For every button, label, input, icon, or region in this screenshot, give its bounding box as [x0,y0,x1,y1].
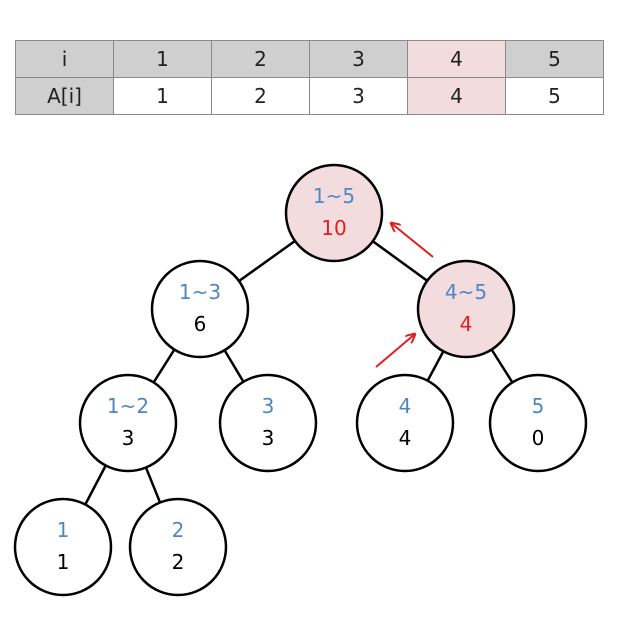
node-range-label: 4~5 [445,280,487,304]
node-sum-value: 2 [172,550,185,574]
node-circle [218,373,318,473]
value-label-cell: A[i] [15,77,114,115]
node-sum-value: 1 [57,550,70,574]
index-cell-5: 5 [505,40,604,78]
tree-node-n3: 33 [218,373,318,473]
tree-node-n1to3: 1~36 [150,259,250,359]
node-sum-value: 0 [532,426,545,450]
node-circle [416,259,516,359]
tree-node-n1to2: 1~23 [78,373,178,473]
node-circle [13,497,113,597]
index-cell-3: 3 [309,40,408,78]
value-cell-4: 4 [407,77,506,115]
value-cell-1: 1 [113,77,212,115]
tree-node-n1to5: 1~510 [284,163,384,263]
node-circle [128,497,228,597]
array-table: i 1 2 3 4 5 A[i] 1 2 3 4 5 [15,40,604,115]
node-range-label: 1 [57,518,70,542]
value-cell-3: 3 [309,77,408,115]
node-sum-value: 3 [262,426,275,450]
value-cell-2: 2 [211,77,310,115]
value-row: A[i] 1 2 3 4 5 [15,77,604,115]
index-label-cell: i [15,40,114,78]
node-sum-value: 10 [321,216,346,240]
node-circle [78,373,178,473]
index-row: i 1 2 3 4 5 [15,40,604,78]
node-range-label: 1~2 [107,394,149,418]
node-range-label: 3 [262,394,275,418]
node-sum-value: 3 [122,426,135,450]
node-circle [284,163,384,263]
node-range-label: 2 [172,518,185,542]
value-cell-5: 5 [505,77,604,115]
node-circle [150,259,250,359]
index-cell-2: 2 [211,40,310,78]
node-circle [355,373,455,473]
node-range-label: 4 [399,394,412,418]
tree-node-n5: 50 [488,373,588,473]
index-cell-4: 4 [407,40,506,78]
update-arrows [375,223,434,368]
node-circle [488,373,588,473]
node-range-label: 1~5 [313,184,355,208]
node-sum-value: 6 [194,312,207,336]
tree-node-n4to5: 4~54 [416,259,516,359]
arrow-n4-to-n4to5 [375,334,415,368]
tree-node-n1: 11 [13,497,113,597]
tree-node-n4: 44 [355,373,455,473]
node-range-label: 5 [532,394,545,418]
node-sum-value: 4 [399,426,412,450]
node-sum-value: 4 [460,312,473,336]
tree-node-n2: 22 [128,497,228,597]
node-range-label: 1~3 [179,280,221,304]
arrow-n4to5-to-n1to5 [391,223,434,258]
